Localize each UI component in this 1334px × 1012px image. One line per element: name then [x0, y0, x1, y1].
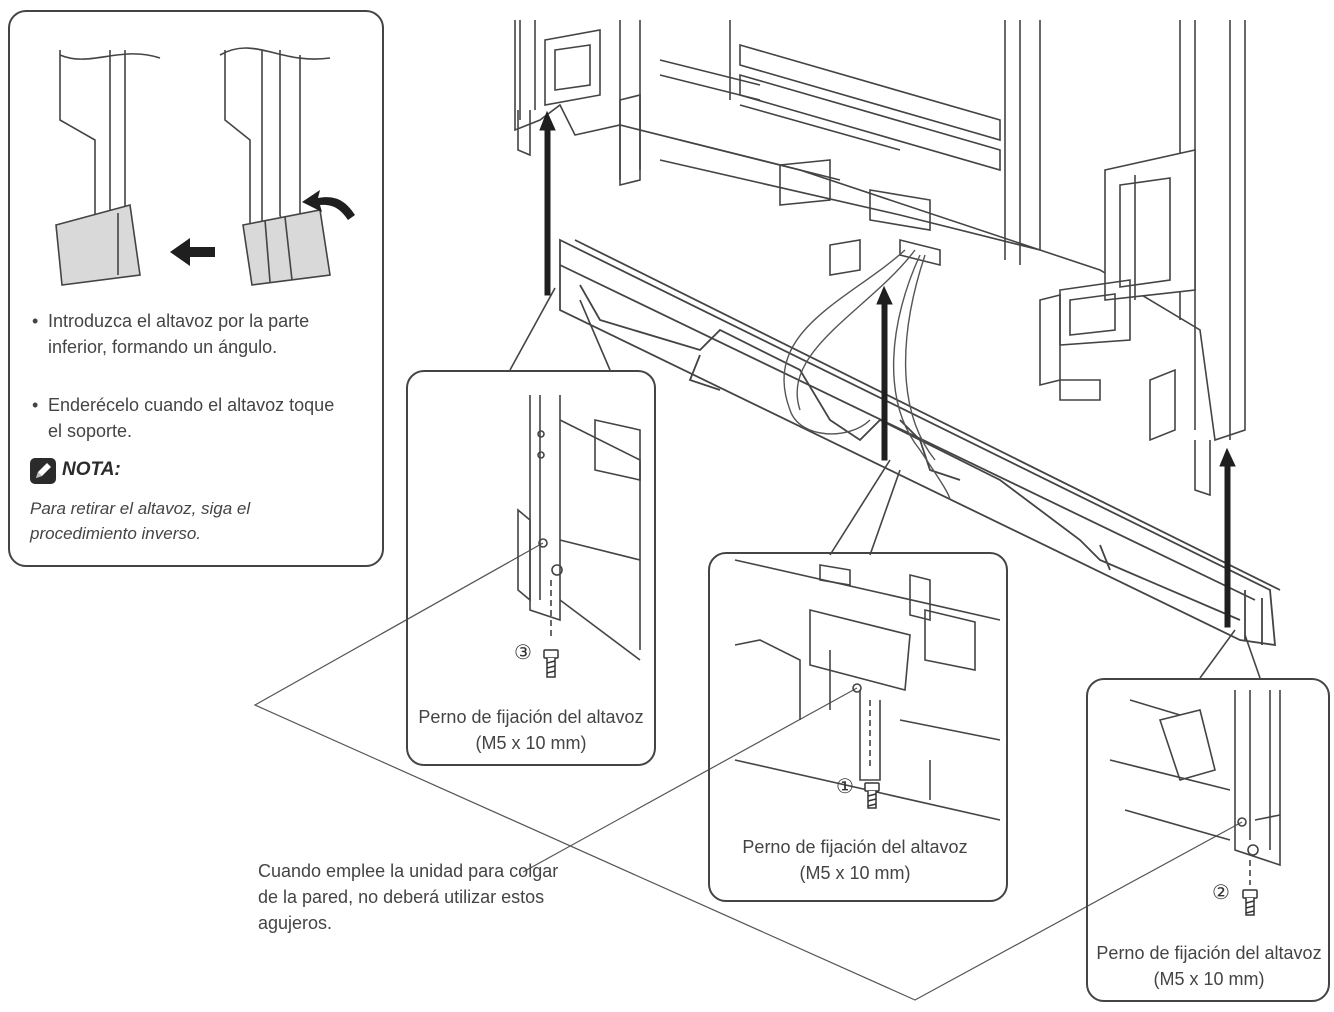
callout-caption-2: Perno de fijación del altavoz (M5 x 10 m… [1096, 943, 1322, 989]
leader-lines [253, 542, 1243, 1001]
inset-box-bolt-2 [1086, 678, 1330, 1002]
note-pencil-icon [30, 458, 56, 484]
callout-number-2: ② [1212, 882, 1230, 904]
callout-number-3: ③ [514, 642, 532, 664]
note-title: NOTA: [62, 459, 121, 480]
inset-3-detail [517, 395, 641, 661]
tilt-insertion-illustration [55, 47, 331, 286]
curved-arrow-icon [302, 190, 355, 220]
wall-mount-note: Cuando emplee la unidad para colgar de l… [258, 861, 559, 933]
inset-2-detail [1109, 690, 1281, 885]
note-header: NOTA: [30, 456, 230, 486]
tv-back-panel [514, 20, 1246, 497]
note-text: Para retirar el altavoz, siga el procedi… [30, 499, 251, 543]
inset-box-bolt-3 [406, 370, 656, 766]
callout-caption-1: Perno de fijación del altavoz (M5 x 10 m… [742, 837, 968, 883]
callout-number-1: ① [836, 776, 854, 798]
bolt-icon [543, 649, 1258, 916]
instruction-bullet-2: Enderécelo cuando el altavoz toque el so… [30, 392, 348, 444]
arrow-left-icon [170, 238, 215, 266]
inset-box-bolt-1 [708, 552, 1008, 902]
inset-box-tilt-insertion [8, 10, 384, 567]
inset-1-detail [734, 559, 1001, 821]
inset-pointer-lines [509, 287, 1261, 679]
mounting-arrows [539, 110, 1236, 628]
instruction-bullet-1: Introduzca el altavoz por la parte infer… [30, 308, 348, 360]
callout-caption-3: Perno de fijación del altavoz (M5 x 10 m… [418, 707, 644, 753]
speaker-cables [783, 249, 951, 501]
speaker-bar [559, 238, 1281, 647]
